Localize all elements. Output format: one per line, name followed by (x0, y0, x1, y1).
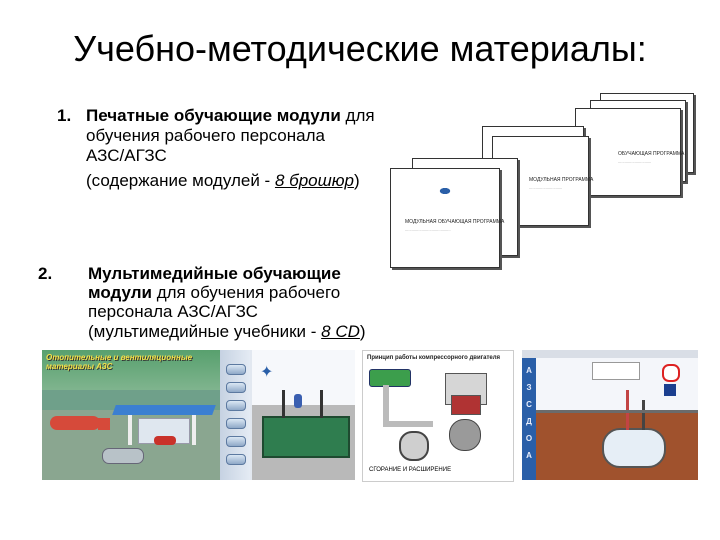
nav-button[interactable] (226, 382, 246, 393)
scene-sky (252, 350, 355, 405)
item-note-count: 8 брошюр (274, 171, 354, 190)
booklet-front: МОДУЛЬНАЯ ОБУЧАЮЩАЯ ПРОГРАММА ..........… (390, 168, 504, 268)
side-letter: З (526, 383, 532, 392)
booklet-logo-icon (435, 185, 455, 195)
canopy-roof (112, 405, 216, 415)
nav-button[interactable] (226, 454, 246, 465)
item-text-line3: персонала АЗС/АГЗС (88, 302, 258, 321)
item-text-line1: Печатные обучающие модули для (86, 106, 375, 126)
side-letter: А (526, 366, 532, 375)
tanker-truck (50, 416, 100, 430)
fuel-tank (369, 369, 411, 387)
flywheel (399, 431, 429, 461)
booklet-title: МОДУЛЬНАЯ ОБУЧАЮЩАЯ ПРОГРАММА (405, 219, 505, 225)
canopy-post (128, 415, 132, 445)
item-rest: для (340, 106, 375, 125)
side-letter: А (526, 451, 532, 460)
item-note-post: ) (359, 322, 366, 341)
booklet-title: МОДУЛЬНАЯ ПРОГРАММА (529, 177, 594, 183)
storage-tank (102, 448, 144, 464)
menu-bar (522, 350, 698, 358)
item-text-line2: модули для обучения рабочего (88, 283, 340, 303)
slide-title: Учебно-методические материалы: (73, 28, 647, 69)
nav-button[interactable] (226, 400, 246, 411)
screenshot-gas-station: Отопительные и вентиляционные материалы … (42, 350, 252, 480)
screenshot-underground-tank: А З С Д О А (522, 350, 698, 480)
nav-button[interactable] (226, 418, 246, 429)
booklet-subtitle: .............................. (618, 159, 652, 164)
screen-caption: СГОРАНИЕ И РАСШИРЕНИЕ (369, 467, 452, 473)
car (154, 436, 176, 445)
screen-title: Принцип работы компрессорного двигателя (367, 355, 501, 361)
item-number: 2. (38, 264, 53, 283)
truck-cab (98, 418, 110, 430)
item-text-line3: АЗС/АГЗС (86, 146, 167, 165)
nav-button[interactable] (226, 436, 246, 447)
pipe (642, 400, 645, 430)
booklet-title: ОБУЧАЮЩАЯ ПРОГРАММА (618, 151, 685, 157)
side-letter: О (525, 434, 533, 443)
item-note-pre: (содержание модулей - (86, 171, 275, 190)
booklet-back-3: ОБУЧАЮЩАЯ ПРОГРАММА ....................… (575, 108, 685, 196)
side-letters: А З С Д О А (522, 362, 536, 464)
item-text-line4: (мультимедийные учебники - 8 CD) (88, 322, 366, 342)
side-letter: Д (526, 417, 532, 426)
crankshaft (449, 419, 481, 451)
scene-title: Отопительные и вентиляционные материалы … (46, 353, 193, 371)
no-entry-icon (662, 364, 680, 382)
screenshot-engine-principle: Принцип работы компрессорного двигателя … (362, 350, 514, 482)
item-text-line4: (содержание модулей - 8 брошюр) (86, 171, 360, 191)
nav-button[interactable] (226, 364, 246, 375)
piston (451, 395, 481, 415)
pipe (282, 390, 285, 418)
item-note-post: ) (353, 171, 360, 190)
warning-sign-icon (664, 384, 676, 396)
screenshot-tank-section: ✦ (220, 350, 355, 480)
item-text-line1: Мультимедийные обучающие (88, 264, 341, 283)
water-tank (262, 416, 350, 458)
pipe (383, 385, 389, 425)
scene-sky (42, 350, 252, 390)
item-number: 1. (57, 106, 72, 125)
item-text-line2: обучения рабочего персонала (86, 126, 325, 145)
item-rest: для обучения рабочего (152, 283, 341, 302)
booklet-subtitle: ........................................… (405, 227, 451, 232)
item-note-pre: (мультимедийные учебники - (88, 322, 322, 341)
side-letter: С (526, 400, 532, 409)
pipe (383, 421, 433, 427)
item-note-count: 8 CD (321, 322, 360, 341)
underground-tank (602, 428, 666, 468)
info-box (592, 362, 640, 380)
item-bold: Печатные обучающие модули (86, 106, 341, 125)
pipe (320, 390, 323, 418)
star-icon: ✦ (260, 364, 274, 381)
side-panel (522, 358, 536, 480)
booklet-subtitle: .............................. (529, 185, 563, 190)
ground-line (536, 410, 698, 413)
item-bold: модули (88, 283, 152, 302)
canopy-post (192, 415, 196, 445)
worker-figure (294, 394, 302, 408)
